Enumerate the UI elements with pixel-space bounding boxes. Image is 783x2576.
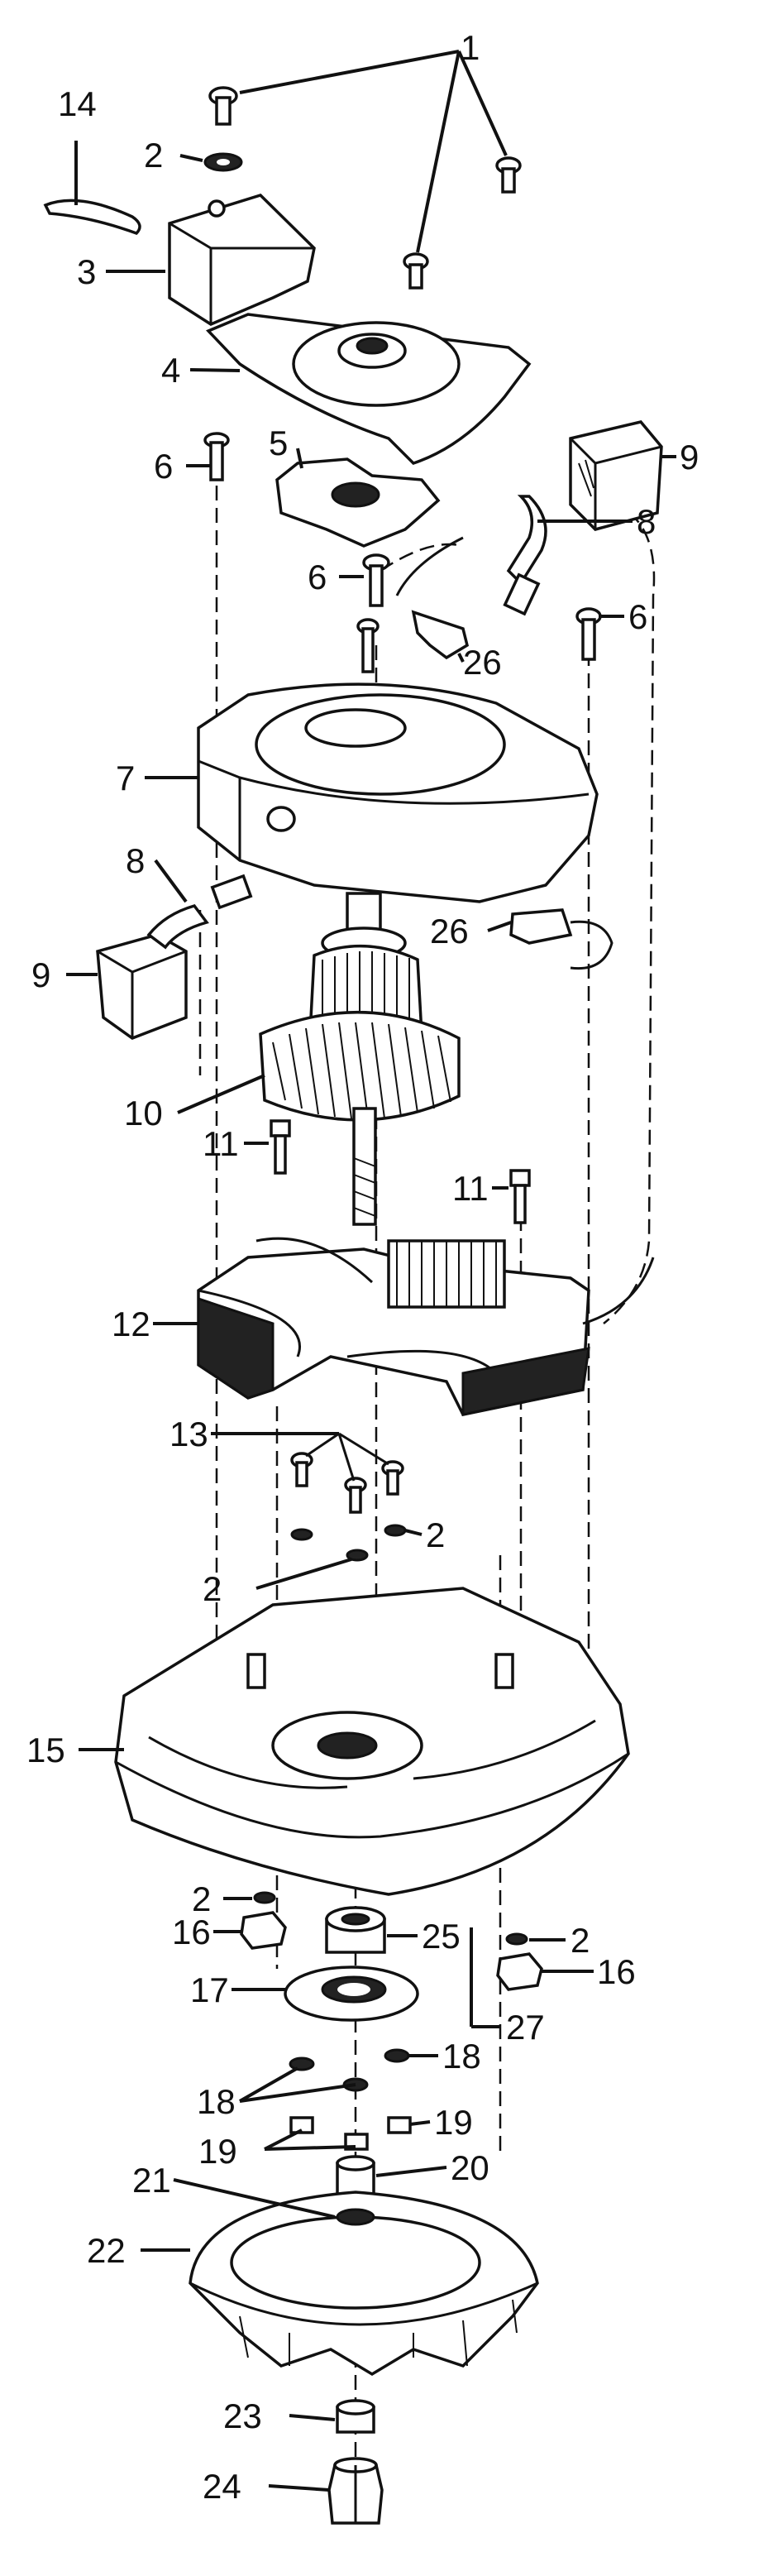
callout-12: 12 (112, 1305, 150, 1343)
part-19-nuts (289, 2116, 412, 2151)
part-24-nut (327, 2457, 384, 2525)
callout-2-lower-left: 2 (192, 1879, 211, 1918)
callout-9-left: 9 (31, 955, 50, 994)
part-10-armature (259, 892, 461, 1226)
callout-6-right: 6 (628, 597, 647, 636)
callout-18-right: 18 (442, 2037, 481, 2076)
callout-6-center: 6 (308, 558, 327, 596)
callout-2-middle-left: 2 (203, 1569, 222, 1608)
callout-1: 1 (461, 28, 480, 67)
callout-11-left: 11 (203, 1124, 239, 1163)
part-25-bearing (325, 1906, 386, 1954)
part-23-spacer (336, 2399, 375, 2434)
part-8-brush-left (146, 874, 253, 950)
part-20-spacer (336, 2155, 375, 2198)
callout-26-lower: 26 (430, 912, 469, 950)
callout-23: 23 (223, 2396, 262, 2435)
callout-22: 22 (87, 2231, 126, 2270)
part-26-terminal-lower (509, 908, 614, 970)
part-9-brush-cap-top (569, 420, 663, 531)
callout-19-left: 19 (198, 2132, 237, 2171)
part-22-fan (189, 2191, 539, 2377)
part-15-base-housing (114, 1587, 630, 1896)
callout-5: 5 (269, 424, 288, 462)
part-9-brush-cap-left (96, 933, 188, 1040)
callout-6-left: 6 (154, 447, 173, 486)
callout-leader-lines (66, 50, 676, 2492)
callout-2-lower-right: 2 (571, 1921, 590, 1960)
part-5-disc (275, 457, 441, 548)
part-14-clip (43, 141, 141, 236)
part-11-bolts (270, 1119, 531, 1224)
callout-2-top: 2 (144, 136, 163, 175)
callout-8-right: 8 (637, 502, 656, 541)
part-4-top-plate (205, 313, 532, 466)
callout-24: 24 (203, 2467, 241, 2506)
part-26-terminal-top (395, 536, 470, 663)
part-16-nuts (240, 1891, 543, 1991)
callout-10: 10 (124, 1094, 163, 1132)
part-13-screws (290, 1452, 407, 1562)
part-7-motor-housing (197, 682, 599, 903)
callout-4: 4 (161, 351, 180, 390)
part-1-top-screws (203, 86, 522, 290)
part-6-screws (203, 432, 602, 673)
callout-8-left: 8 (126, 841, 145, 880)
callout-16-left: 16 (172, 1913, 211, 1951)
callout-11-right: 11 (452, 1169, 489, 1208)
callout-9-right: 9 (680, 438, 699, 476)
part-3-switch-housing (168, 194, 316, 326)
callout-17: 17 (190, 1970, 229, 2009)
callout-16-right: 16 (597, 1952, 636, 1991)
callout-3: 3 (77, 252, 96, 291)
part-17-retainer (284, 1966, 419, 2022)
callout-27: 27 (506, 2008, 545, 2047)
callout-26-top: 26 (463, 643, 502, 682)
callout-21: 21 (132, 2161, 171, 2200)
callout-18-left: 18 (197, 2082, 236, 2121)
callout-20: 20 (451, 2148, 489, 2187)
callout-7: 7 (116, 759, 135, 797)
callout-14: 14 (58, 84, 97, 123)
part-18-lockwashers (289, 2048, 410, 2092)
callout-2-middle-right: 2 (426, 1515, 445, 1554)
part-12-field-coil (197, 1237, 655, 1416)
callout-15: 15 (26, 1731, 65, 1769)
callout-25: 25 (422, 1917, 461, 1956)
callout-19-right: 19 (434, 2103, 473, 2142)
callout-labels: 1 2 2 2 2 2 3 4 5 6 6 6 7 8 8 9 9 10 11 … (26, 28, 699, 2506)
callout-13: 13 (169, 1415, 208, 1453)
part-8-brush-top (503, 495, 547, 616)
